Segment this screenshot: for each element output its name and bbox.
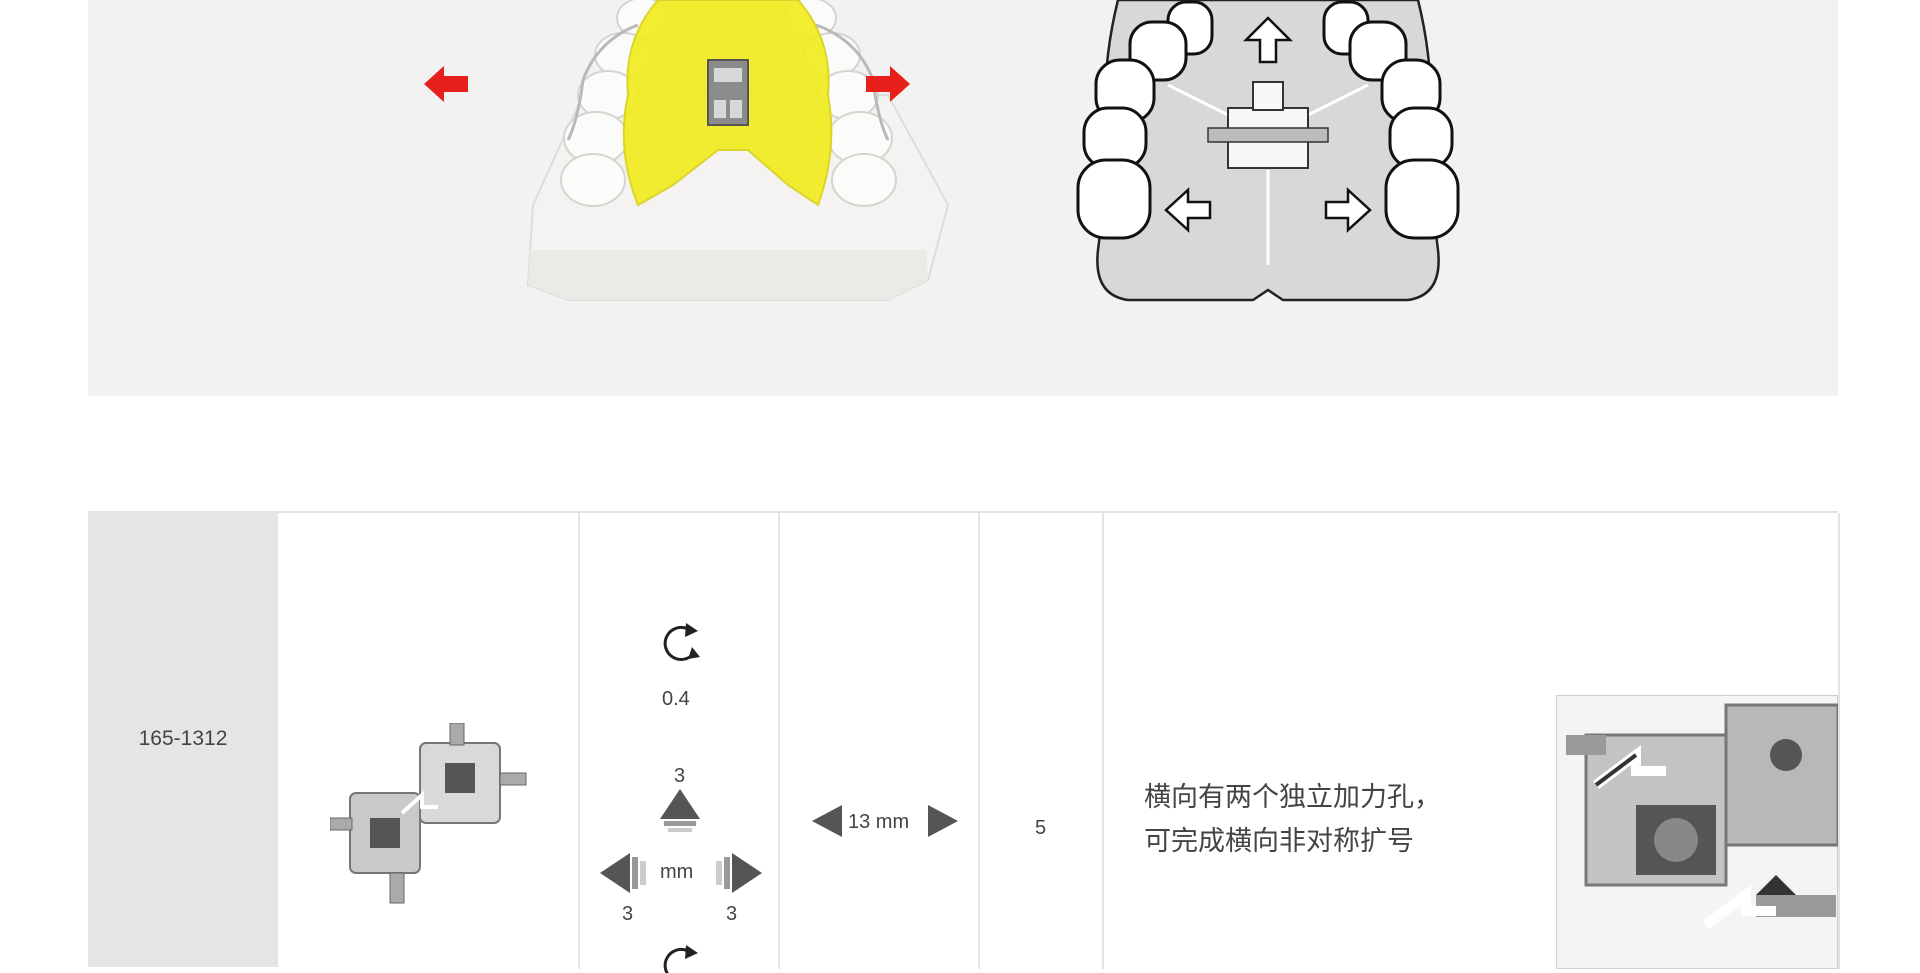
triangle-up-icon [660,789,700,832]
expansion-up-value: 3 [674,765,686,787]
count-cell: 5 [978,513,1104,969]
dental-model-photo [526,0,950,301]
screw-detail-image [1556,695,1838,969]
description-line-2: 可完成横向非对称扩号 [1144,826,1414,856]
palate-diagram [1076,0,1460,302]
red-left-arrow-icon [424,66,468,102]
product-code-cell: 165-1312 [88,511,278,967]
triangle-right-icon [716,853,762,893]
triangle-left-icon [600,853,646,893]
illustration-panel [88,0,1838,396]
product-code: 165-1312 [138,727,228,750]
expansion-unit: mm [660,861,694,883]
expansion-left-value: 3 [622,903,634,925]
table-row: 0.4 3 mm 3 3 [278,511,1840,973]
rotation-icon [663,945,698,973]
triangle-left-icon [812,805,842,837]
expansion-right-value: 3 [726,903,738,925]
turn-value: 0.4 [662,688,690,710]
product-table: 165-1312 0.4 3 [88,511,1840,973]
red-right-arrow-icon [866,66,910,102]
length-cell: 13 mm [778,513,980,969]
triangle-right-icon [928,805,958,837]
length-label: 13 mm [848,811,910,833]
spec-icons-cell: 0.4 3 mm 3 3 [578,513,780,973]
description-line-1: 横向有两个独立加力孔， [1144,782,1441,812]
expansion-screw-image [330,723,527,904]
count-value: 5 [1035,817,1047,839]
product-image-cell [278,513,578,969]
description-cell: 横向有两个独立加力孔， 可完成横向非对称扩号 [1102,513,1840,969]
rotation-icon [663,623,700,661]
